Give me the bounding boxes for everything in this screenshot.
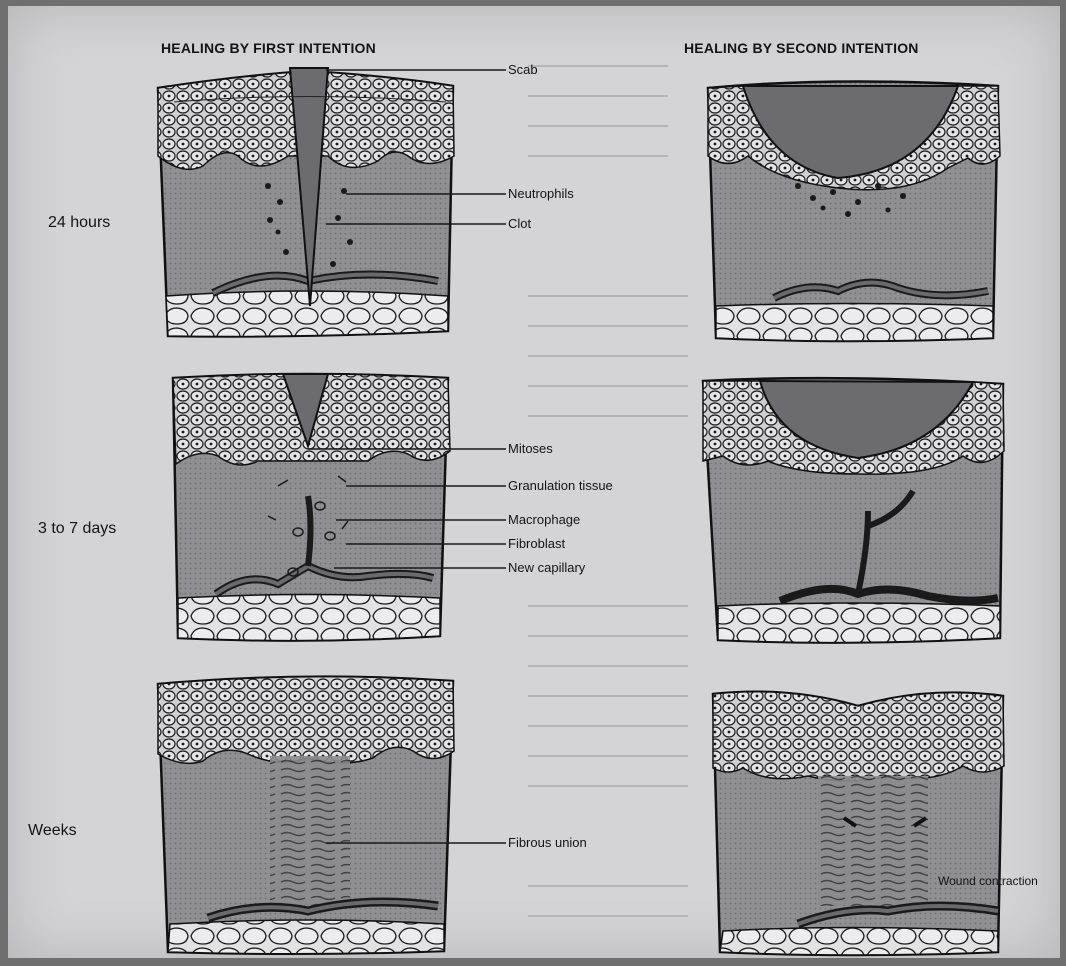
panel-second-intention-24h (708, 81, 1000, 341)
label-granulation-tissue: Granulation tissue (508, 478, 613, 493)
label-neutrophils: Neutrophils (508, 186, 574, 201)
label-fibrous-union: Fibrous union (508, 835, 587, 850)
panel-second-intention-weeks (713, 692, 1004, 955)
heading-second-intention: HEALING BY SECOND INTENTION (684, 40, 919, 56)
label-macrophage: Macrophage (508, 512, 580, 527)
label-clot: Clot (508, 216, 531, 231)
panel-first-intention-3-7-days (173, 374, 450, 641)
row-label-weeks: Weeks (28, 822, 77, 840)
textbook-page: HEALING BY FIRST INTENTION HEALING BY SE… (8, 6, 1060, 958)
row-label-24-hours: 24 hours (48, 214, 110, 232)
label-fibroblast: Fibroblast (508, 536, 565, 551)
heading-first-intention: HEALING BY FIRST INTENTION (161, 40, 376, 56)
label-wound-contraction: Wound contraction (938, 874, 1038, 888)
panel-second-intention-3-7-days (703, 378, 1004, 642)
label-scab: Scab (508, 62, 538, 77)
row-label-3-to-7-days: 3 to 7 days (38, 520, 116, 538)
panel-first-intention-24h (158, 68, 454, 336)
panel-first-intention-weeks (158, 677, 454, 954)
label-new-capillary: New capillary (508, 560, 585, 575)
label-mitoses: Mitoses (508, 441, 553, 456)
